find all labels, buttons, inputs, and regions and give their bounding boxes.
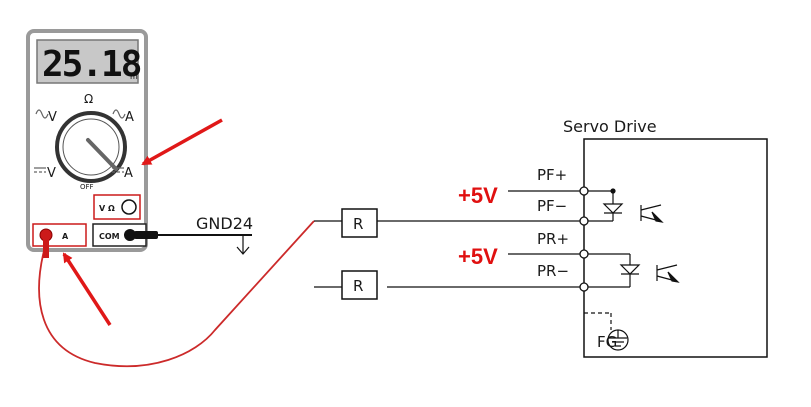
pin-label-pf-minus: PF− [537,197,567,215]
phototransistor-icon [656,264,678,281]
rotary-dial-inner [62,118,120,176]
lcd-reading: 25.18 [42,44,141,85]
dc-current-label: A [124,166,133,181]
ac-wave-icon [35,109,49,119]
pin-label-pr-minus: PR− [537,262,569,280]
gnd24-label: GND24 [196,214,253,233]
ohm-label: Ω [84,92,93,106]
servo-drive: Servo Drive PF+ PF− PR+ PR− [537,117,768,358]
supply-label-pr: +5V [458,244,498,269]
servo-drive-box [583,138,768,358]
pin-terminal-pr-minus [579,282,589,292]
resistor-label: R [353,277,363,295]
dial-annotation-arrow [141,118,223,166]
resistor [341,270,378,300]
dc-voltage-label: V [47,166,56,181]
dial-pointer [86,138,118,171]
led-diode-icon [602,203,624,214]
multimeter: 25.18 m Ω V A V A OFF V Ω A COM [26,29,148,252]
resistor-label: R [353,215,363,233]
red-probe-wire [38,220,315,368]
lcd-display [36,39,139,84]
volt-ohm-jack[interactable] [121,199,137,215]
com-jack-label: COM [99,232,120,241]
com-probe-plug [134,231,158,239]
ac-wave-icon [112,109,126,119]
pf-minus-line: R [314,208,584,238]
red-probe-tip [43,236,49,258]
pin-terminal-pr-plus [579,249,589,259]
off-label: OFF [80,183,94,191]
lcd-unit: m [130,72,138,81]
phototransistor-icon [640,204,662,221]
pr-optocoupler [588,253,680,288]
volt-ohm-jack-label: V Ω [99,204,115,213]
jack-annotation-arrow [62,252,112,326]
pin-label-pf-plus: PF+ [537,166,567,184]
ground-symbol-icon [609,330,627,347]
pr-minus-line: R [314,270,584,300]
ac-current-label: A [125,110,134,125]
resistor [341,208,378,238]
dc-symbol-icon [112,167,124,173]
dc-symbol-icon [34,167,46,173]
supply-label-pf: +5V [458,183,498,208]
com-jack[interactable] [124,229,136,241]
pin-label-pr-plus: PR+ [537,230,569,248]
ground-arrow-icon [236,246,250,255]
servo-drive-title: Servo Drive [563,117,657,136]
pf-optocoupler [588,188,664,223]
led-diode-icon [619,264,641,275]
amp-jack-label: A [62,232,69,241]
pin-terminal-pf-plus [579,186,589,196]
com-probe [134,231,252,239]
ac-voltage-label: V [48,110,57,125]
pin-terminal-pf-minus [579,216,589,226]
gnd24-ground: GND24 [196,214,253,255]
